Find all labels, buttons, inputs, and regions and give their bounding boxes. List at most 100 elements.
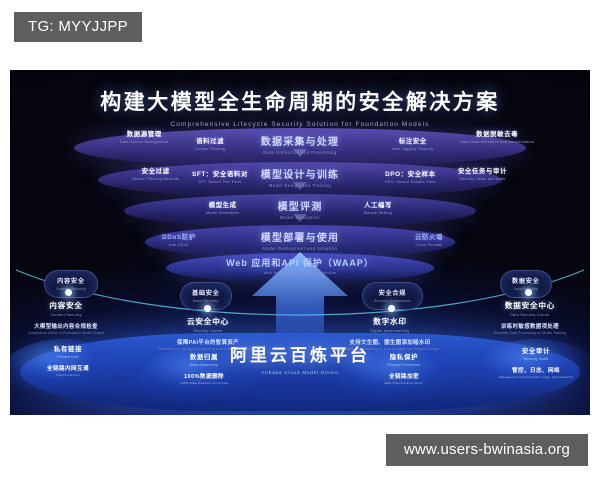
label-en: Model Generation [206, 210, 240, 215]
bubble-private-link[interactable]: 私有链接 Private Link 全链路内网互通 Interconnectio… [16, 344, 120, 377]
label-cn: 云防火墙 [415, 234, 443, 241]
stage-2-label-secure-filtering: 安全过滤 Secure Filtering Methods [132, 166, 179, 181]
pill-basic-security[interactable]: 基础安全 Basic Security [180, 282, 232, 310]
node-title-cn: 内容安全 [49, 301, 83, 310]
bubble-sub-cn: 管控、日志、网络 [512, 367, 560, 374]
waap-subtitle: Web Application and API Protection [263, 271, 337, 275]
pill-label-cn: 基础安全 [192, 290, 220, 297]
label-cn: DPO：安全样本 [385, 171, 436, 178]
label-en: SFT: Secure Text Pairs [198, 179, 242, 184]
stage-4-title: 模型部署与使用 [260, 233, 340, 244]
timeline-node-digital-watermarking: 数字水印 Digital Watermarking 支持文生图、图生图添加暗水印… [340, 316, 440, 351]
stage-4-label-cloud-firewall: 云防火墙 Cloud Firewall [415, 232, 443, 247]
stage-1-label-data-source: 数据源管理 Data Source Management [120, 129, 169, 144]
waap-title: Web 应用和API 保护（WAAP） [226, 258, 374, 268]
bubble-privacy-protection[interactable]: 隐私保护 Privacy Protection 全链路加密 E2E Transm… [348, 352, 460, 385]
label-cn: DDoS防护 [162, 234, 196, 241]
bubble-sub-en: E2E Transmit Encryption [384, 381, 424, 385]
stage-2-label-sft: SFT：安全语料对 SFT: Secure Text Pairs [192, 169, 248, 184]
bubble-security-audit[interactable]: 安全审计 Security Audit 管控、日志、网络 Management … [482, 346, 590, 379]
node-title-en: Security Center [193, 328, 223, 333]
bubble-disc-2 [138, 347, 268, 409]
label-cn: 安全过滤 [141, 168, 170, 175]
platform-title-block: 阿里云百炼平台 Alibaba Cloud Model Studio [230, 341, 370, 375]
bubble-sub-cn: 全链路加密 [389, 373, 419, 380]
label-cn: 数据脱敏去毒 [476, 131, 519, 138]
node-title-cn: 云安全中心 [187, 317, 229, 326]
bubble-disc-4 [476, 339, 590, 401]
stage-1-label-desensitization: 数据脱敏去毒 Data Desensitization and Detoxifi… [460, 129, 534, 144]
bubble-title-en: Data Ownership [189, 362, 219, 367]
label-cn: 模型生成 [208, 202, 237, 209]
stage-1-subtitle: Data Collection and Processing [263, 150, 337, 155]
stage-layer-evaluation [124, 194, 476, 228]
timeline-dot-3[interactable] [388, 305, 395, 312]
pill-label-cn: 安全合规 [378, 290, 407, 297]
label-en: Anti-DDoS [169, 242, 189, 247]
label-cn: 人工编写 [364, 202, 393, 209]
label-cn: 数据源管理 [126, 131, 162, 138]
label-en: Corpus Filtering [195, 146, 226, 151]
label-en: Manual Writing [364, 210, 393, 215]
node-title-en: Data Security Center [510, 312, 550, 317]
label-en: Cloud Firewall [415, 242, 443, 247]
bubble-sub-en: Management and Controls, Logs, and Netwo… [498, 375, 574, 379]
bubble-sub-cn: 100%数据删除 [184, 373, 224, 380]
bubble-title-en: Privacy Protection [387, 362, 421, 367]
pill-label-cn: 数据安全 [512, 278, 540, 285]
stage-3-center: 模型评测 Model Evaluation [278, 198, 323, 220]
label-en: DPO: Secure Sample Pairs [385, 179, 436, 184]
label-cn: 标注安全 [398, 138, 427, 145]
label-cn: SFT：安全语料对 [192, 171, 248, 178]
label-en: Secure Filtering Methods [132, 176, 180, 181]
stage-arrow-1 [293, 149, 307, 157]
bubble-title-cn: 隐私保护 [389, 354, 419, 361]
label-en: Data Source Management [120, 139, 169, 144]
node-desc-cn: 大模型输出内容合规检查 [34, 323, 98, 330]
waap-banner: Web 应用和API 保护（WAAP） Web Application and … [226, 256, 374, 275]
pill-label-en: Data Security [513, 286, 538, 291]
stage-arrow-2 [293, 182, 307, 190]
stage-2-subtitle: Model Design and Training [268, 183, 332, 188]
stage-1-label-corpus-filtering: 语料过滤 Corpus Filtering [195, 136, 225, 151]
bubble-sub-en: 100% Data Deletion Confirmed [179, 381, 229, 385]
stage-layer-data [74, 128, 526, 168]
bubble-sub-en: Interconnection [55, 373, 81, 377]
stage-1-title: 数据采集与处理 [260, 137, 340, 148]
poster-header: 构建大模型全生命周期的安全解决方案 Comprehensive Lifecycl… [10, 86, 590, 128]
stage-4-subtitle: Model Deployment and Adoption [262, 246, 338, 251]
platform-title-en: Alibaba Cloud Model Studio [261, 370, 339, 375]
security-solution-poster: 构建大模型全生命周期的安全解决方案 Comprehensive Lifecycl… [10, 70, 590, 415]
page-subtitle: Comprehensive Lifecycle Security Solutio… [170, 121, 430, 128]
timeline-dot-1[interactable] [65, 289, 72, 296]
timeline-dot-4[interactable] [525, 289, 532, 296]
stage-2-label-security-tasks: 安全任务与审计 Security Tasks and Audit [458, 166, 507, 181]
node-desc-cn: 支持文生图、图生图添加暗水印 [349, 339, 431, 346]
stage-layer-training [98, 162, 502, 198]
node-desc-en: Compliance Check of Foundation Model Out… [28, 331, 104, 335]
node-title-cn: 数据安全中心 [504, 301, 556, 310]
stage-3-title: 模型评测 [277, 202, 323, 213]
stage-arrow-3 [293, 214, 307, 222]
stage-2-title: 模型设计与训练 [260, 170, 340, 181]
timeline-node-content-security: 内容安全 Content Security 大模型输出内容合规检查 Compli… [18, 300, 114, 335]
bubble-title-en: Security Audit [523, 356, 549, 361]
timeline-node-security-center: 云安全中心 Security Center 保障PAI平台的智算资产 Prote… [158, 316, 258, 351]
platform-title-cn: 阿里云百炼平台 [230, 346, 370, 365]
stage-2-label-dpo: DPO：安全样本 DPO: Secure Sample Pairs [385, 169, 436, 184]
node-desc-en: Invisible Watermarking for Text-to-Image… [340, 347, 440, 351]
node-desc-cn: 保障PAI平台的智算资产 [177, 339, 239, 346]
bubble-data-ownership[interactable]: 数据归属 Data Ownership 100%数据删除 100% Data D… [148, 352, 260, 385]
stage-3-subtitle: Model Evaluation [279, 215, 321, 220]
bubble-sub-cn: 全链路内网互通 [47, 365, 89, 372]
page-title: 构建大模型全生命周期的安全解决方案 [100, 91, 500, 114]
pill-label-en: Basic Security [192, 298, 219, 303]
bubble-title-cn: 安全审计 [521, 348, 551, 355]
label-cn: 语料过滤 [196, 138, 225, 145]
timeline-dot-2[interactable] [204, 305, 211, 312]
stage-4-label-ddos: DDoS防护 Anti-DDoS [162, 232, 196, 247]
stage-1-center: 数据采集与处理 Data Collection and Processing [261, 133, 339, 155]
stage-3-label-model-generation: 模型生成 Model Generation [206, 200, 239, 215]
url-watermark: www.users-bwinasia.org [385, 434, 588, 466]
label-cn: 安全任务与审计 [458, 168, 507, 175]
